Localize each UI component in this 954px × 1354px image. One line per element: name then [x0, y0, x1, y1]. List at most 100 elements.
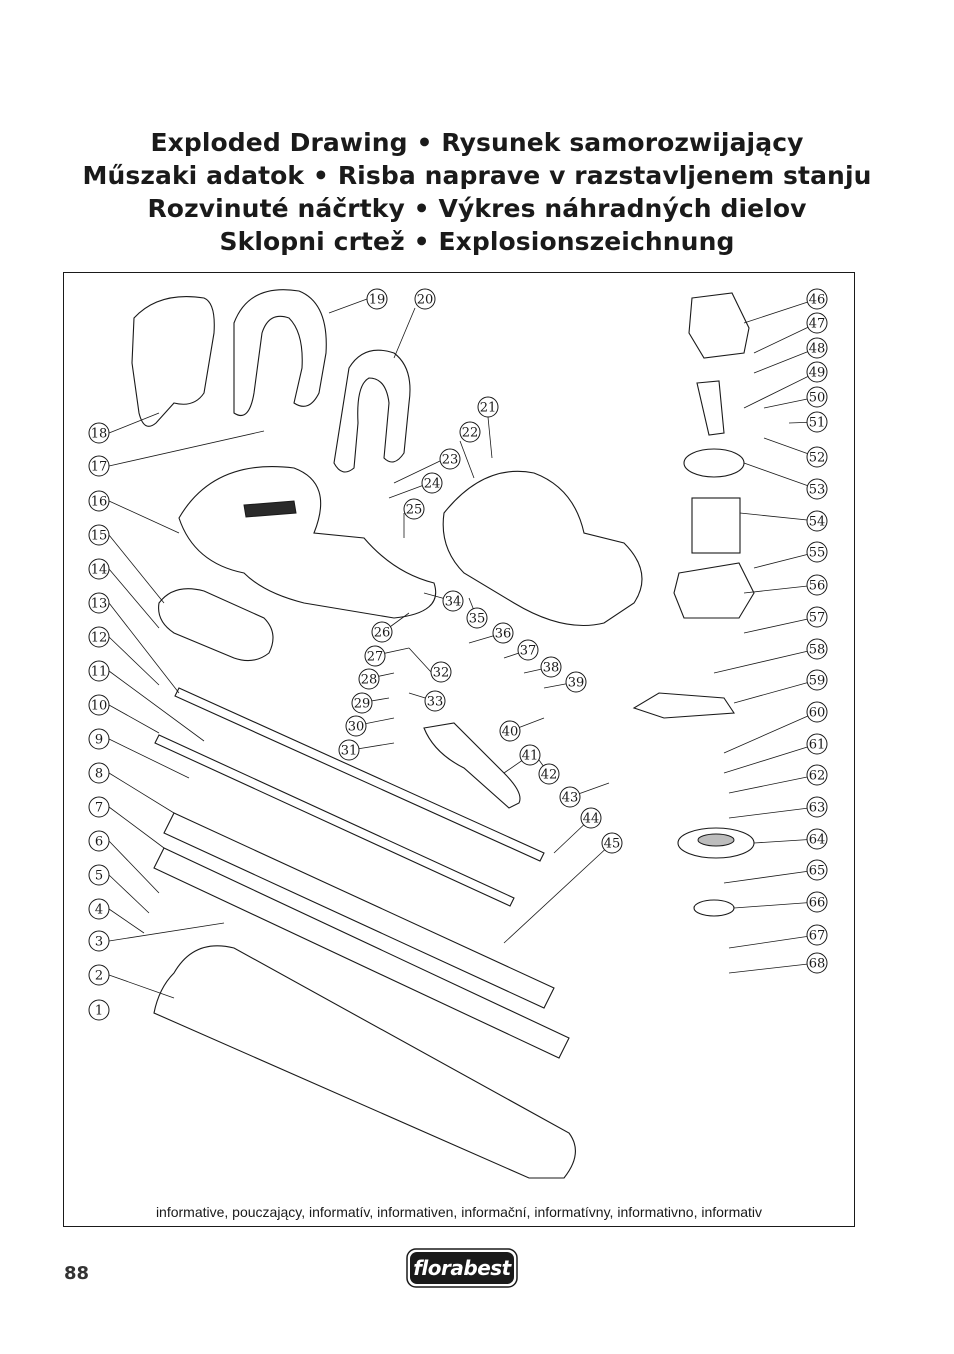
svg-text:13: 13 — [91, 597, 108, 612]
callout-57: 57 — [806, 606, 828, 628]
svg-text:65: 65 — [809, 864, 826, 879]
svg-text:7: 7 — [95, 801, 103, 816]
callout-15: 15 — [88, 524, 110, 546]
svg-text:45: 45 — [604, 837, 621, 852]
svg-text:18: 18 — [91, 427, 108, 442]
svg-text:44: 44 — [583, 812, 600, 827]
svg-text:60: 60 — [809, 706, 826, 721]
callout-21: 21 — [477, 396, 499, 418]
callout-68: 68 — [806, 952, 828, 974]
callout-51: 51 — [806, 411, 828, 433]
callout-59: 59 — [806, 669, 828, 691]
callout-30: 30 — [345, 715, 367, 737]
callout-33: 33 — [424, 690, 446, 712]
svg-text:36: 36 — [495, 627, 512, 642]
callout-18: 18 — [88, 422, 110, 444]
callout-7: 7 — [88, 796, 110, 818]
svg-text:63: 63 — [809, 801, 826, 816]
svg-text:59: 59 — [809, 674, 826, 689]
svg-text:29: 29 — [354, 697, 371, 712]
svg-text:8: 8 — [95, 767, 103, 782]
svg-text:41: 41 — [522, 749, 539, 764]
florabest-logo: florabest — [406, 1248, 518, 1288]
svg-text:27: 27 — [367, 650, 384, 665]
callout-31: 31 — [338, 739, 360, 761]
callout-24: 24 — [421, 472, 443, 494]
part-shapes — [131, 289, 755, 1179]
callout-14: 14 — [88, 558, 110, 580]
callout-52: 52 — [806, 446, 828, 468]
callout-44: 44 — [580, 807, 602, 829]
svg-text:61: 61 — [809, 738, 826, 753]
callout-29: 29 — [351, 692, 373, 714]
title-line-2: Műszaki adatok • Risba naprave v razstav… — [82, 161, 872, 190]
svg-text:42: 42 — [541, 768, 558, 783]
svg-text:33: 33 — [427, 695, 444, 710]
svg-text:15: 15 — [91, 529, 108, 544]
svg-text:24: 24 — [424, 477, 441, 492]
svg-text:16: 16 — [91, 495, 108, 510]
svg-text:50: 50 — [809, 391, 826, 406]
callout-11: 11 — [88, 660, 110, 682]
callout-46: 46 — [806, 288, 828, 310]
callout-28: 28 — [358, 668, 380, 690]
callout-22: 22 — [459, 421, 481, 443]
callout-25: 25 — [403, 498, 425, 520]
callout-42: 42 — [538, 763, 560, 785]
logo-text: florabest — [413, 1256, 511, 1280]
callout-62: 62 — [806, 764, 828, 786]
callout-9: 9 — [88, 728, 110, 750]
svg-text:31: 31 — [341, 744, 358, 759]
svg-text:67: 67 — [809, 929, 826, 944]
callout-32: 32 — [430, 661, 452, 683]
callout-40: 40 — [499, 720, 521, 742]
svg-text:2: 2 — [95, 969, 103, 984]
svg-text:12: 12 — [91, 631, 108, 646]
svg-text:17: 17 — [91, 460, 108, 475]
svg-text:14: 14 — [91, 563, 108, 578]
leader-lines — [108, 298, 818, 999]
svg-text:64: 64 — [809, 833, 826, 848]
svg-text:55: 55 — [809, 546, 826, 561]
callout-3: 3 — [88, 930, 110, 952]
callout-37: 37 — [517, 639, 539, 661]
callout-54: 54 — [806, 510, 828, 532]
callout-2: 2 — [88, 964, 110, 986]
svg-text:52: 52 — [809, 451, 826, 466]
callout-36: 36 — [492, 622, 514, 644]
svg-text:9: 9 — [95, 733, 103, 748]
svg-text:37: 37 — [520, 644, 537, 659]
callout-12: 12 — [88, 626, 110, 648]
logo-badge-icon — [406, 1248, 518, 1288]
svg-text:34: 34 — [445, 595, 462, 610]
svg-text:66: 66 — [809, 896, 826, 911]
callout-56: 56 — [806, 574, 828, 596]
svg-text:35: 35 — [469, 612, 486, 627]
svg-text:26: 26 — [374, 626, 391, 641]
exploded-drawing: 1 2 3 4 5 6 7 8 9 10 11 12 13 14 15 16 1… — [88, 288, 828, 1179]
callout-34: 34 — [442, 590, 464, 612]
callout-55: 55 — [806, 541, 828, 563]
callout-8: 8 — [88, 762, 110, 784]
svg-text:51: 51 — [809, 416, 826, 431]
footnote: informative, pouczający, informatív, inf… — [155, 1204, 763, 1220]
svg-text:6: 6 — [95, 835, 103, 850]
svg-text:39: 39 — [568, 676, 585, 691]
callout-67: 67 — [806, 924, 828, 946]
svg-text:5: 5 — [95, 869, 103, 884]
page-title: Exploded Drawing • Rysunek samorozwijają… — [0, 126, 954, 258]
svg-text:3: 3 — [95, 935, 103, 950]
svg-text:48: 48 — [809, 342, 826, 357]
svg-text:54: 54 — [809, 515, 826, 530]
svg-text:21: 21 — [480, 401, 497, 416]
svg-text:68: 68 — [809, 957, 826, 972]
svg-text:47: 47 — [809, 317, 826, 332]
svg-text:62: 62 — [809, 769, 826, 784]
callout-27: 27 — [364, 645, 386, 667]
title-line-1: Exploded Drawing • Rysunek samorozwijają… — [150, 128, 804, 157]
callout-5: 5 — [88, 864, 110, 886]
callout-43: 43 — [559, 786, 581, 808]
svg-text:19: 19 — [369, 293, 386, 308]
callout-48: 48 — [806, 337, 828, 359]
callout-23: 23 — [439, 448, 461, 470]
